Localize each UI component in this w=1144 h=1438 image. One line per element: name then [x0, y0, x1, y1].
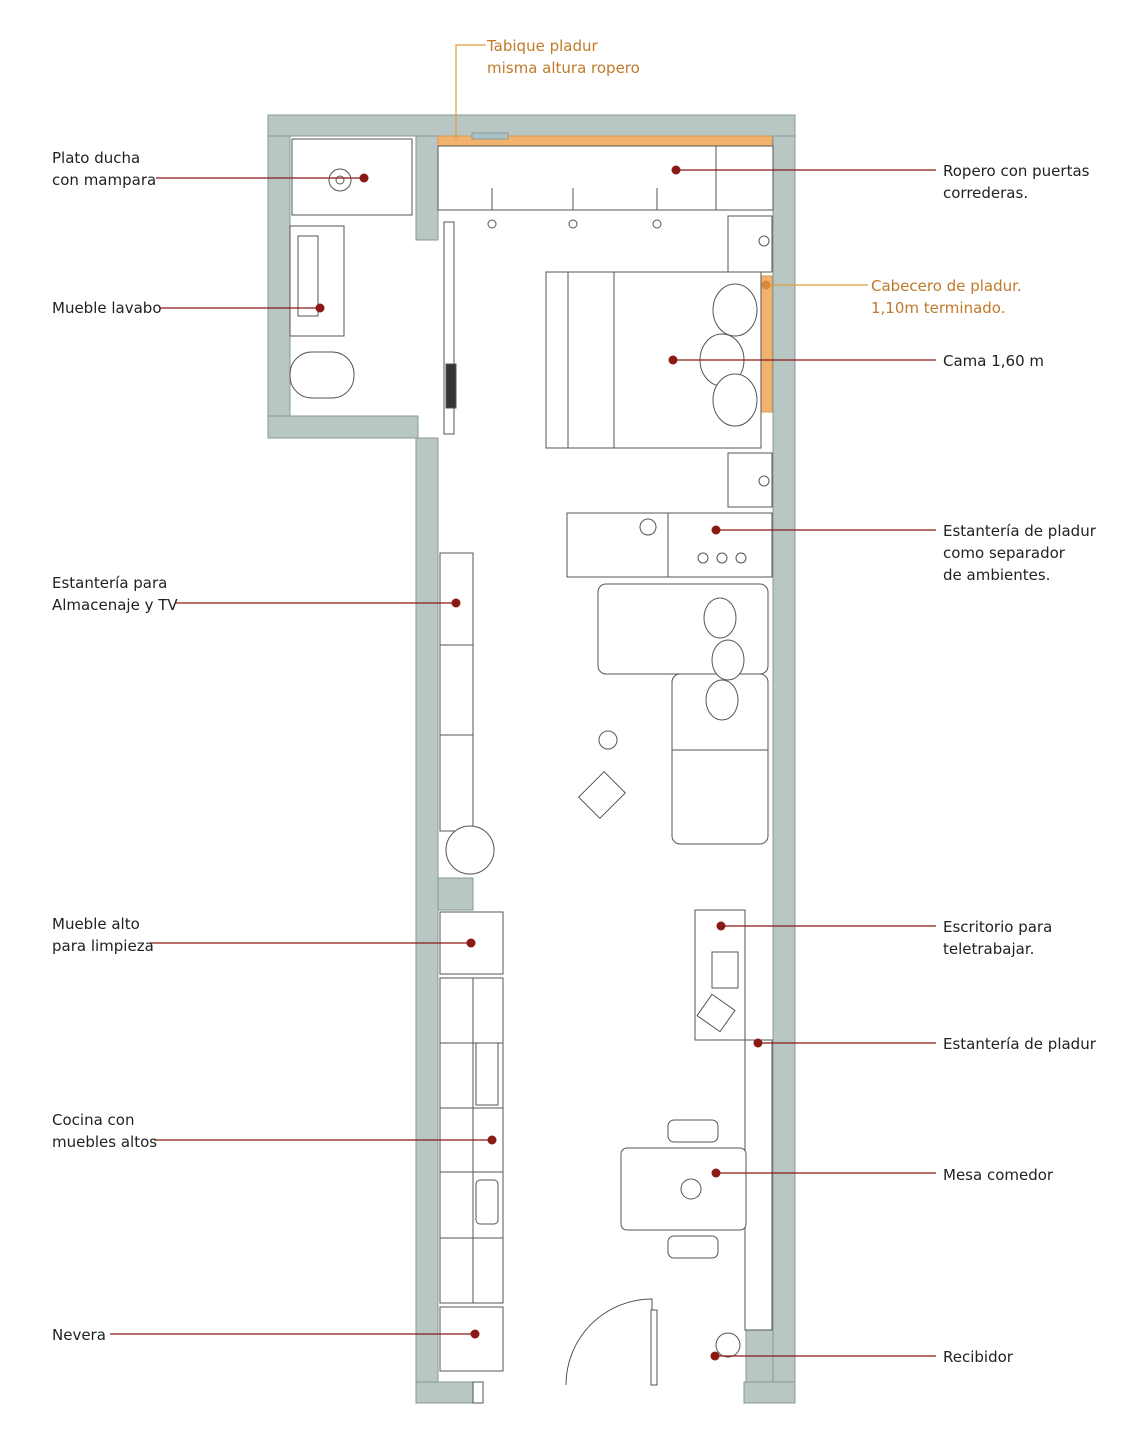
label-recibidor: Recibidor — [943, 1348, 1013, 1366]
leader-estanteria-separador-dot — [711, 525, 721, 535]
leader-mueble-lavabo-dot — [315, 303, 325, 313]
bathroom-door-leaf — [443, 221, 455, 435]
wall-bathroom-bottom — [267, 415, 419, 439]
plant-icon — [598, 730, 618, 750]
hanger-hook-1 — [568, 219, 578, 229]
lamp-top — [758, 235, 770, 247]
label-cama: Cama 1,60 m — [943, 352, 1045, 370]
sink-icon — [297, 235, 319, 317]
pillow-icon — [712, 373, 758, 427]
leader-escritorio-dot — [716, 921, 726, 931]
wardrobe — [437, 145, 774, 211]
label-mueble-alto: Mueble alto para limpieza — [52, 915, 154, 955]
walls — [267, 114, 796, 1404]
leader-mueble-alto-dot — [466, 938, 476, 948]
stove-icon — [475, 1042, 499, 1106]
leader-nevera-dot — [470, 1329, 480, 1339]
label-estanteria-tv: Estantería para Almacenaje y TV — [52, 574, 178, 614]
leader-plato-ducha-dot — [359, 173, 369, 183]
door-swing-icon — [565, 1298, 653, 1386]
leader-cabecero-dot — [761, 280, 771, 290]
wall-bathroom-partition — [415, 135, 439, 241]
label-cocina: Cocina con muebles altos — [52, 1111, 158, 1151]
pillow-icon — [703, 597, 737, 639]
plant-icon — [639, 518, 657, 536]
chair-icon — [696, 993, 736, 1033]
leader-cocina-dot — [487, 1135, 497, 1145]
leader-ropero-dot — [671, 165, 681, 175]
plant-icon — [715, 1332, 741, 1358]
sink-icon — [475, 1179, 499, 1225]
hanger-hook-2 — [652, 219, 662, 229]
laptop — [711, 951, 739, 989]
wall-top — [267, 114, 796, 137]
toilet-icon — [289, 351, 355, 399]
plant-icon — [445, 825, 495, 875]
leader-cama-dot — [668, 355, 678, 365]
door-leaf — [650, 1309, 658, 1386]
shower-tray — [291, 138, 413, 216]
leader-mesa-comedor-dot — [711, 1168, 721, 1178]
lamp-bottom — [758, 475, 770, 487]
tv-storage-shelf — [439, 552, 474, 832]
leader-lines — [110, 44, 936, 1361]
label-escritorio: Escritorio para teletrabajar. — [943, 918, 1053, 958]
armchair — [577, 770, 627, 820]
pillow-icon — [712, 283, 758, 337]
label-mesa-comedor: Mesa comedor — [943, 1166, 1054, 1184]
label-nevera: Nevera — [52, 1326, 106, 1344]
wall-bathroom-left — [267, 135, 291, 439]
stove-icon — [735, 552, 747, 564]
label-ropero: Ropero con puertas correderas. — [943, 162, 1090, 202]
wall-pillar — [437, 877, 474, 911]
chair-icon — [667, 1235, 719, 1259]
label-tabique-pladur: Tabique pladur misma altura ropero — [487, 37, 640, 77]
wall-bottom-left — [415, 1381, 477, 1404]
bed-foot — [545, 271, 569, 449]
pillow-icon — [711, 639, 745, 681]
label-cabecero: Cabecero de pladur. 1,10m terminado. — [871, 277, 1022, 317]
stove-icon — [697, 552, 709, 564]
leader-tabique — [455, 44, 486, 140]
furniture — [289, 138, 774, 1404]
stove-icon — [716, 552, 728, 564]
hanger-hook-0 — [487, 219, 497, 229]
pillow-icon — [705, 679, 739, 721]
window-sill — [471, 132, 509, 140]
door-handle — [445, 363, 457, 409]
chair-icon — [667, 1119, 719, 1143]
shelf-pladur — [744, 1039, 773, 1331]
wall-left — [415, 437, 439, 1404]
leader-recibidor-dot — [710, 1351, 720, 1361]
leader-estanteria-tv-dot — [451, 598, 461, 608]
door-frame-left — [472, 1381, 484, 1404]
headboard-pladur — [759, 275, 773, 413]
label-plato-ducha: Plato ducha con mampara — [52, 149, 157, 189]
label-estanteria-separador: Estantería de pladur como separador de a… — [943, 522, 1096, 584]
label-mueble-lavabo: Mueble lavabo — [52, 299, 162, 317]
shelf-separator — [566, 512, 773, 578]
centerpiece — [680, 1178, 702, 1200]
wall-bottom-right — [743, 1381, 796, 1404]
shower-drain-inner — [335, 175, 345, 185]
wall-right — [772, 135, 796, 1404]
leader-estanteria-pladur-dot — [753, 1038, 763, 1048]
fridge — [439, 1306, 504, 1372]
label-estanteria-pladur: Estantería de pladur — [943, 1035, 1096, 1053]
